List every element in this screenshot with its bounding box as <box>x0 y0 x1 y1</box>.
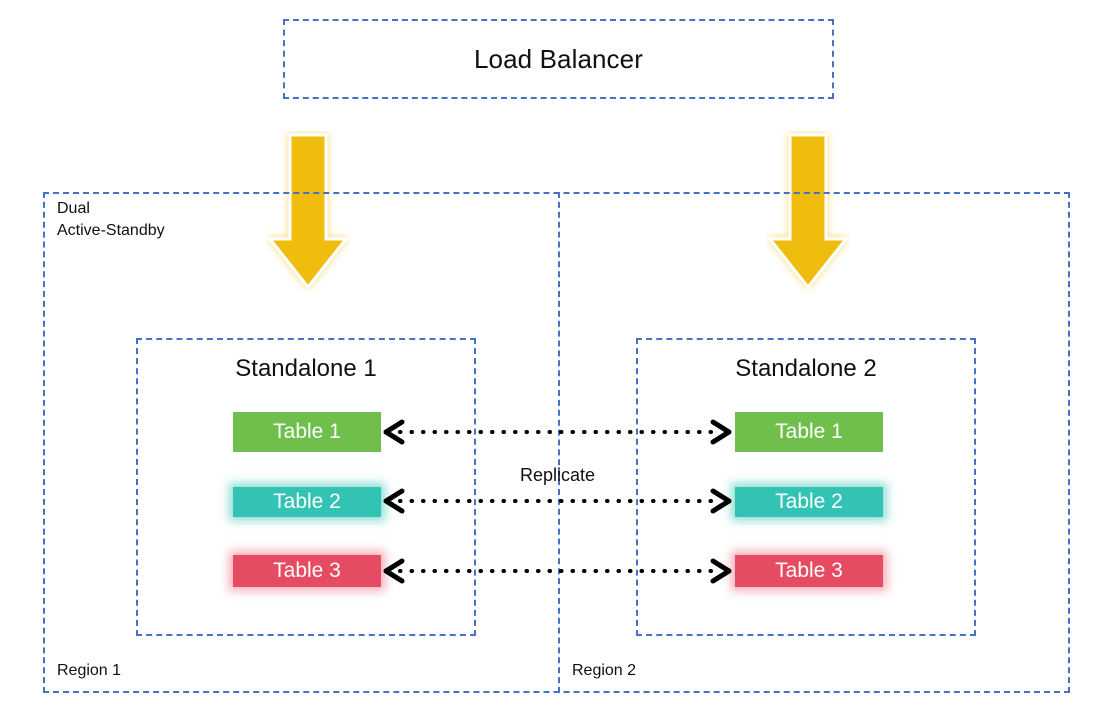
load-balancer-label: Load Balancer <box>474 43 643 74</box>
standalone-2-table-1: Table 1 <box>735 412 883 452</box>
standalone-1-table-3: Table 3 <box>233 555 381 587</box>
arrowhead-right-icon <box>710 488 732 514</box>
arrowhead-right-icon <box>710 558 732 584</box>
arrowhead-left-icon <box>383 488 405 514</box>
standalone-2-table-2: Table 2 <box>735 487 883 517</box>
standalone-2-title: Standalone 2 <box>735 355 877 382</box>
dual-active-standby-label: Dual Active-Standby <box>57 200 165 239</box>
table-label: Table 1 <box>775 420 843 443</box>
standalone-2-box <box>636 338 976 636</box>
standalone-1-table-1: Table 1 <box>233 412 381 452</box>
replication-arrow-3 <box>383 558 732 584</box>
standalone-1-title: Standalone 1 <box>235 355 377 382</box>
table-label: Table 2 <box>273 490 341 513</box>
table-label: Table 2 <box>775 490 843 513</box>
arrowhead-left-icon <box>383 419 405 445</box>
region-label-1: Region 1 <box>57 662 122 679</box>
table-label: Table 1 <box>273 420 341 443</box>
table-label: Table 3 <box>273 559 341 582</box>
replicate-label: Replicate <box>519 465 596 485</box>
load-balancer-box: Load Balancer <box>283 19 834 99</box>
arrowhead-right-icon <box>710 419 732 445</box>
standalone-2-table-3: Table 3 <box>735 555 883 587</box>
table-label: Table 3 <box>775 559 843 582</box>
down-arrow-icon <box>266 133 350 290</box>
replication-arrow-1 <box>383 419 732 445</box>
dual-active-standby-region <box>43 192 1070 693</box>
region-divider <box>558 192 560 693</box>
region-label-2: Region 2 <box>572 662 637 679</box>
replication-arrow-2 <box>383 488 732 514</box>
arrowhead-left-icon <box>383 558 405 584</box>
down-arrow-icon <box>766 133 850 290</box>
standalone-1-box <box>136 338 476 636</box>
flow-arrow-to-standalone-1 <box>266 131 350 291</box>
standalone-1-table-2: Table 2 <box>233 487 381 517</box>
flow-arrow-to-standalone-2 <box>766 131 850 291</box>
